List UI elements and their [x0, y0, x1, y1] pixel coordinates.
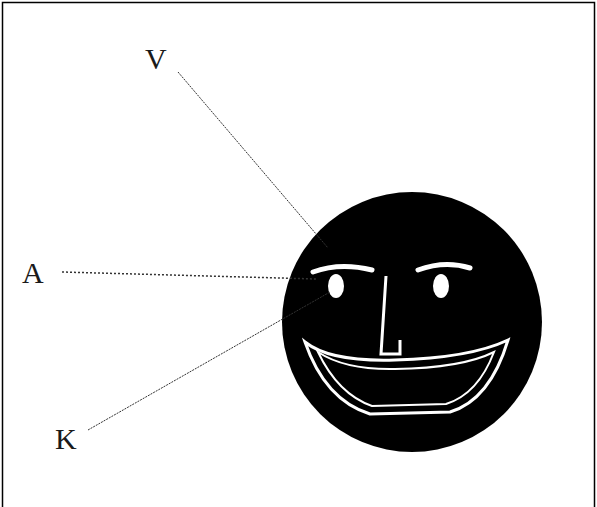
frame	[3, 3, 595, 507]
eye	[433, 274, 449, 298]
leader-line	[62, 272, 316, 279]
eyebrow	[313, 266, 372, 272]
nose	[381, 276, 400, 354]
leader-line	[178, 72, 328, 248]
leader-line	[88, 292, 330, 430]
smile	[305, 340, 508, 414]
eye	[328, 274, 344, 298]
part-label: V	[145, 44, 167, 74]
face-circle	[282, 192, 542, 452]
part-label: K	[55, 424, 77, 454]
eyebrow	[418, 264, 470, 270]
part-label: A	[22, 258, 44, 288]
smile	[318, 352, 494, 406]
